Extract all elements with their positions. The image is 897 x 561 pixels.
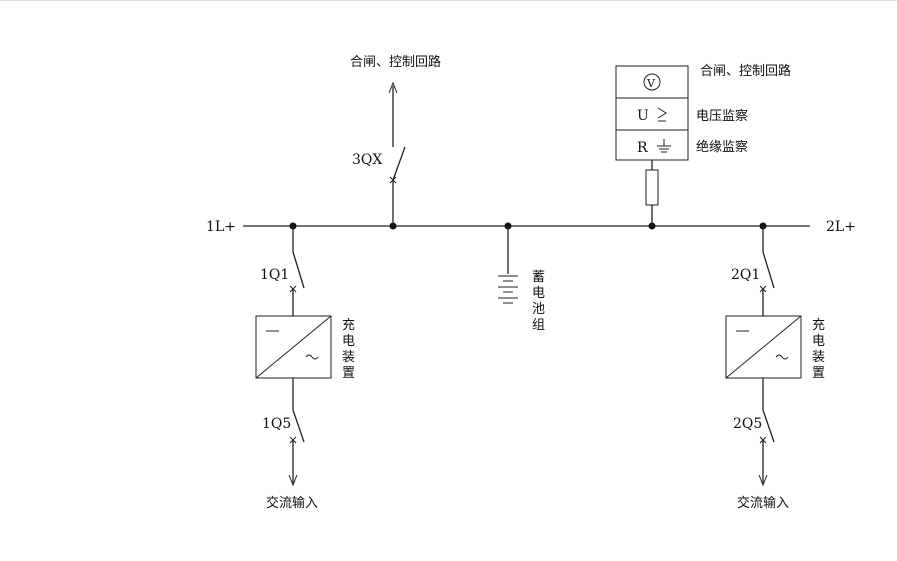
ac-input-label-left: 交流输入 [266, 495, 318, 511]
voltmeter-icon [643, 73, 661, 91]
ac-input-label-right: 交流输入 [737, 495, 789, 511]
battery-label-3: 池 [532, 302, 545, 317]
voltmeter-symbol: V [646, 77, 656, 90]
switch-label-3qx: 3QX [352, 152, 382, 168]
top-divider [0, 0, 897, 1]
fuse [645, 169, 659, 206]
battery-label-1: 蓄 [532, 270, 545, 285]
charger-right-label-3: 装 [812, 350, 825, 365]
switch-label-2q5: 2Q5 [733, 416, 762, 432]
charger-left-label-2: 电 [342, 334, 355, 349]
charger-branch-right: 2Q1 充 电 装 置 2Q5 交流输入 [725, 226, 825, 511]
switch-label-1q1: 1Q1 [260, 267, 289, 283]
voltage-u-symbol: U [637, 108, 649, 124]
switch-label-2q1: 2Q1 [731, 267, 760, 283]
switch-label-1q5: 1Q5 [262, 416, 291, 432]
charger-right-label-2: 电 [812, 334, 825, 349]
battery-label-4: 组 [532, 318, 545, 333]
bus-label-2l: 2L+ [826, 219, 856, 235]
feeder-3qx: 3QX 合闸、控制回路 [350, 54, 441, 226]
voltage-monitor-label: 电压监察 [696, 109, 748, 124]
insulation-monitor-label: 绝缘监察 [696, 139, 748, 155]
battery-group: 蓄 电 池 组 [498, 226, 545, 333]
charger-left-label-1: 充 [342, 317, 355, 333]
charger-right-label-1: 充 [812, 317, 825, 333]
voltage-relay-icon [657, 107, 667, 122]
charger-branch-left: 1Q1 充 电 装 置 1Q5 交流输入 [255, 226, 355, 511]
battery-label-2: 电 [532, 286, 545, 301]
monitoring-panel: V U R 合闸、控制回路 电压监察 绝缘监察 [615, 63, 791, 226]
insulation-r-symbol: R [637, 140, 648, 156]
monitor-box [615, 65, 689, 161]
charger-right-label-4: 置 [812, 366, 825, 381]
ground-icon [657, 139, 671, 153]
bus-label-1l: 1L+ [206, 219, 236, 235]
control-circuit-label-right: 合闸、控制回路 [700, 63, 791, 79]
control-circuit-label-left: 合闸、控制回路 [350, 54, 441, 70]
charger-left-label-4: 置 [342, 366, 355, 381]
charger-left-label-3: 装 [342, 350, 355, 365]
